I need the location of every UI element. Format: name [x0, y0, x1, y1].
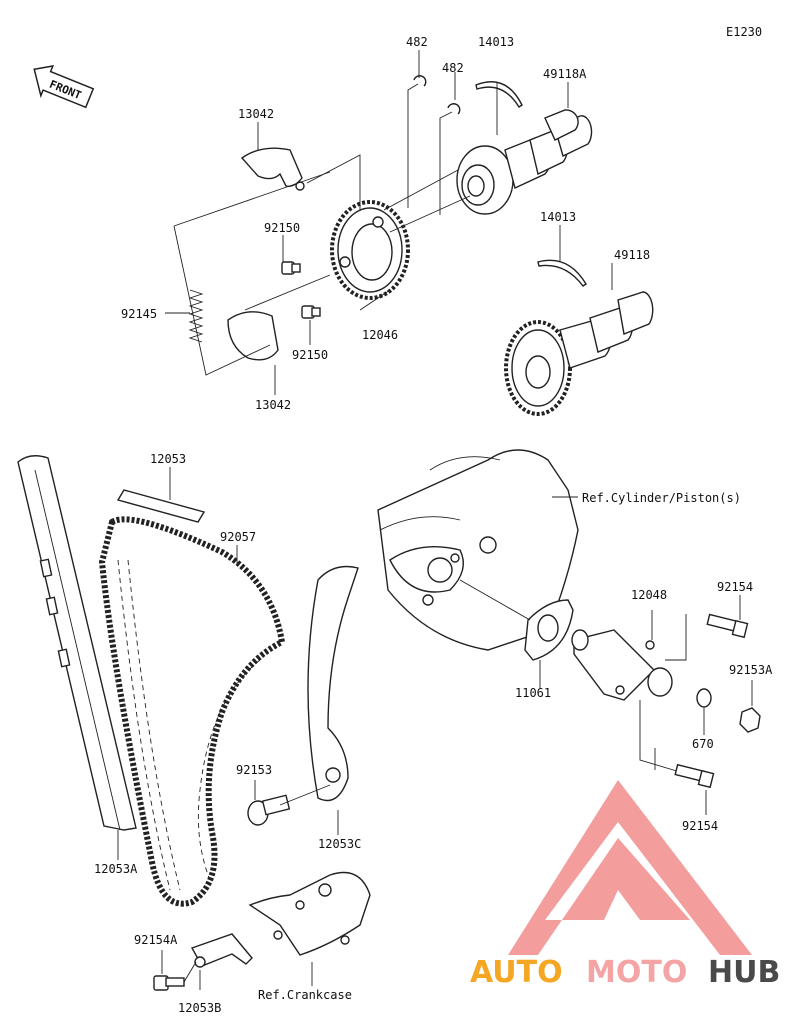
- o-ring-670: [696, 688, 712, 708]
- label-14013-upper: 14013: [478, 35, 514, 49]
- label-92057: 92057: [220, 530, 256, 544]
- label-92150-lower: 92150: [292, 348, 328, 362]
- label-482-lower: 482: [442, 61, 464, 75]
- logo-part-auto: AUTO: [470, 955, 563, 990]
- label-14013-lower: 14013: [540, 210, 576, 224]
- cam-chain-92057: [98, 516, 286, 907]
- label-13042-lower: 13042: [255, 398, 291, 412]
- label-12053c: 12053C: [318, 837, 361, 851]
- label-ref-cylinder: Ref.Cylinder/Piston(s): [582, 491, 741, 505]
- spring-92145: [188, 289, 204, 343]
- label-482-upper: 482: [406, 35, 428, 49]
- logo-part-hub: HUB: [708, 955, 780, 990]
- label-12053b: 12053B: [178, 1001, 221, 1015]
- label-13042-upper: 13042: [238, 107, 274, 121]
- logo-part-moto: MOTO: [586, 955, 687, 990]
- bolt-92154a: [153, 975, 185, 991]
- tensioner-guide-12053c: [307, 565, 359, 802]
- tensioner-12048: [571, 629, 673, 701]
- label-92154-upper: 92154: [717, 580, 753, 594]
- front-arrow-icon: FRONT: [33, 65, 95, 109]
- sprocket-12046: [330, 200, 410, 300]
- label-11061: 11061: [515, 686, 551, 700]
- label-ref-crankcase: Ref.Crankcase: [258, 988, 352, 1002]
- label-92154a: 92154A: [134, 933, 178, 947]
- camshaft-49118: [504, 291, 654, 416]
- label-49118: 49118: [614, 248, 650, 262]
- label-49118a: 49118A: [543, 67, 587, 81]
- diagram-code: E1230: [726, 25, 762, 39]
- camshaft-49118a: [456, 109, 593, 215]
- watermark-logo-text: AUTO MOTO HUB: [470, 955, 780, 990]
- weight-13042-upper: [240, 147, 303, 188]
- weight-13042-lower: [227, 311, 279, 361]
- crankcase: [248, 871, 371, 956]
- circlip-482-lower: [447, 103, 461, 115]
- guide-12053: [116, 489, 206, 523]
- label-12046: 12046: [362, 328, 398, 342]
- label-670: 670: [692, 737, 714, 751]
- bolt-92153: [247, 794, 291, 826]
- label-92154-lower: 92154: [682, 819, 718, 833]
- cylinder-block: [377, 449, 579, 651]
- circlip-482-upper: [413, 75, 427, 87]
- chain-guide-12053a: [17, 455, 137, 831]
- label-92153: 92153: [236, 763, 272, 777]
- label-92153a: 92153A: [729, 663, 773, 677]
- nut-92153a: [739, 707, 761, 733]
- label-12048: 12048: [631, 588, 667, 602]
- bolt-92150-lower: [301, 305, 321, 319]
- label-92145: 92145: [121, 307, 157, 321]
- bolt-92150-upper: [281, 261, 301, 275]
- label-12053: 12053: [150, 452, 186, 466]
- half-ring-14013-upper: [475, 81, 523, 108]
- bolt-92154-upper: [706, 613, 749, 639]
- label-92150-upper: 92150: [264, 221, 300, 235]
- bolt-92154-lower: [674, 763, 715, 789]
- half-ring-14013-lower: [537, 259, 587, 287]
- label-12053a: 12053A: [94, 862, 138, 876]
- watermark-logo-mark: [508, 780, 752, 955]
